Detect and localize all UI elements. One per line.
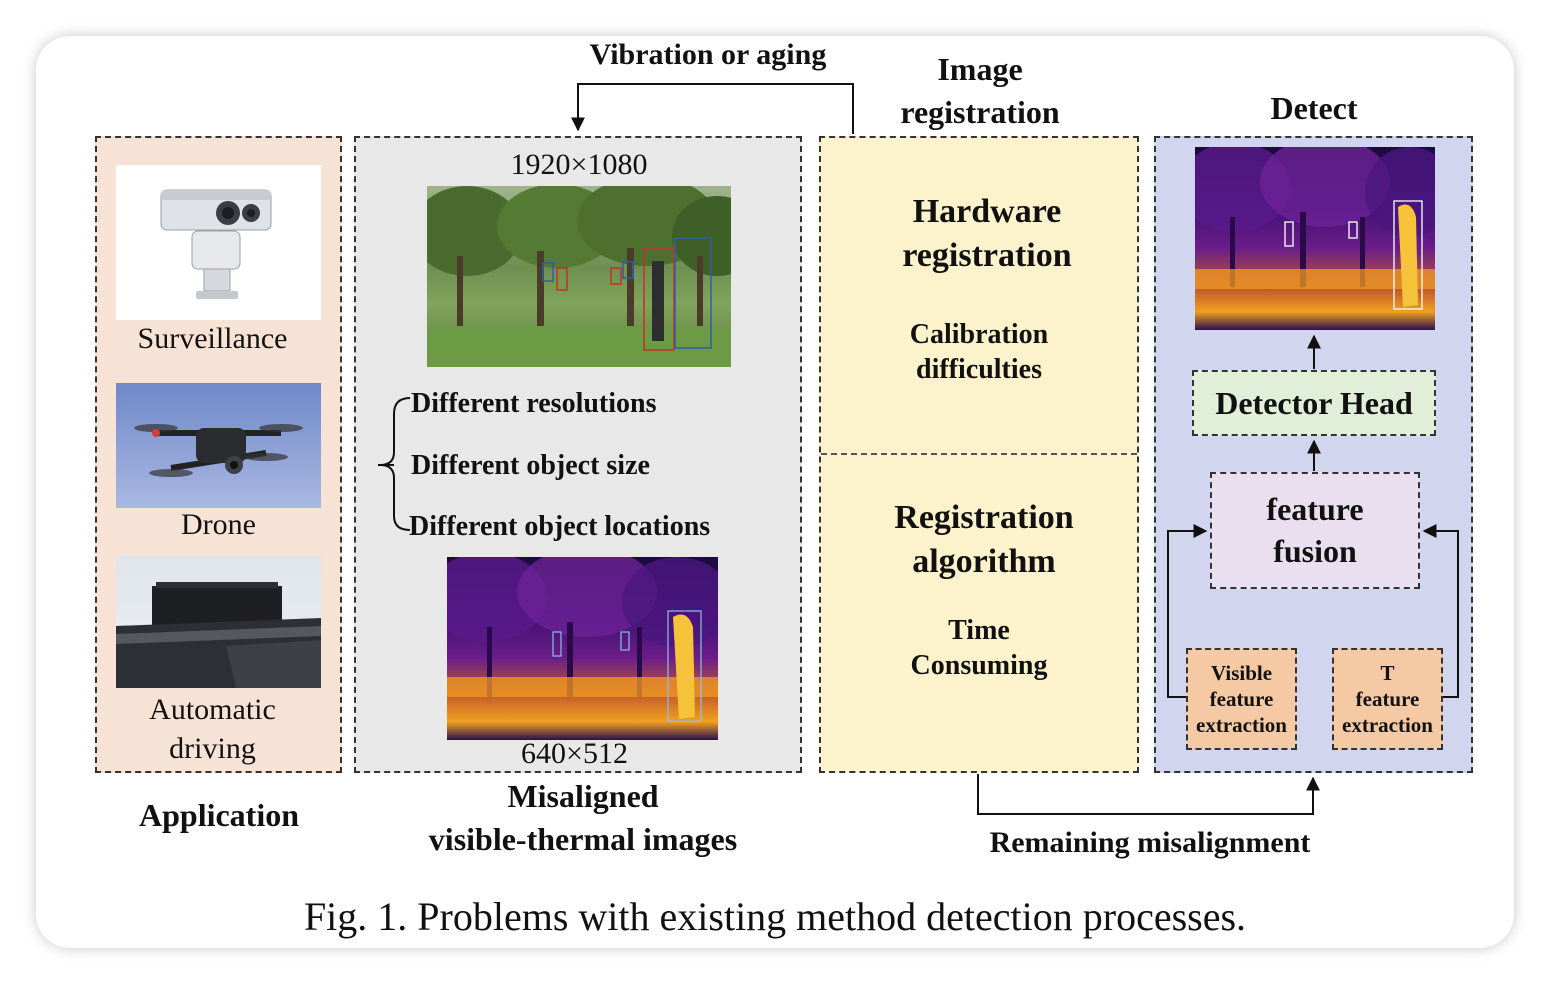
feature-fusion-label: feature fusion — [1266, 490, 1364, 569]
visible-feature-extraction-box: Visible feature extraction — [1186, 648, 1297, 750]
drone-label: Drone — [181, 508, 256, 541]
surveillance-camera-image — [116, 165, 321, 320]
remaining-misalignment-label: Remaining misalignment — [989, 826, 1311, 859]
thermal-feature-extraction-label: T feature extraction — [1342, 660, 1433, 738]
thermal-image — [447, 557, 718, 740]
automatic-driving-label: Automatic driving — [149, 693, 276, 765]
drone-image — [116, 383, 321, 508]
hardware-registration-title: Hardware registration — [902, 193, 1072, 275]
thermal-resolution-label: 640×512 — [521, 737, 628, 770]
registration-algorithm-title: Registration algorithm — [894, 499, 1074, 581]
visible-feature-extraction-label: Visible feature extraction — [1196, 660, 1287, 738]
detector-head-box: Detector Head — [1192, 370, 1436, 436]
automatic-driving-image — [116, 556, 321, 688]
visible-image — [427, 186, 731, 367]
surveillance-label: Surveillance — [137, 322, 288, 355]
time-consuming-note: Time Consuming — [910, 615, 1048, 681]
calibration-difficulties-note: Calibration difficulties — [909, 319, 1049, 385]
registration-divider — [821, 453, 1137, 455]
detect-label: Detect — [1270, 90, 1358, 126]
problem-object-size: Different object size — [411, 450, 650, 481]
image-registration-label: Image registration — [900, 51, 1060, 131]
visible-resolution-label: 1920×1080 — [510, 148, 648, 181]
figure-caption: Fig. 1. Problems with existing method de… — [303, 894, 1247, 939]
thermal-feature-extraction-box: T feature extraction — [1332, 648, 1443, 750]
application-caption: Application — [138, 797, 300, 833]
problem-resolutions: Different resolutions — [411, 388, 657, 419]
misaligned-caption: Misaligned visible-thermal images — [428, 778, 738, 858]
vibration-aging-label: Vibration or aging — [589, 38, 827, 71]
problem-object-locations: Different object locations — [409, 511, 711, 542]
feature-fusion-box: feature fusion — [1210, 472, 1420, 589]
detection-result-image — [1195, 147, 1435, 330]
detector-head-label: Detector Head — [1215, 384, 1413, 421]
